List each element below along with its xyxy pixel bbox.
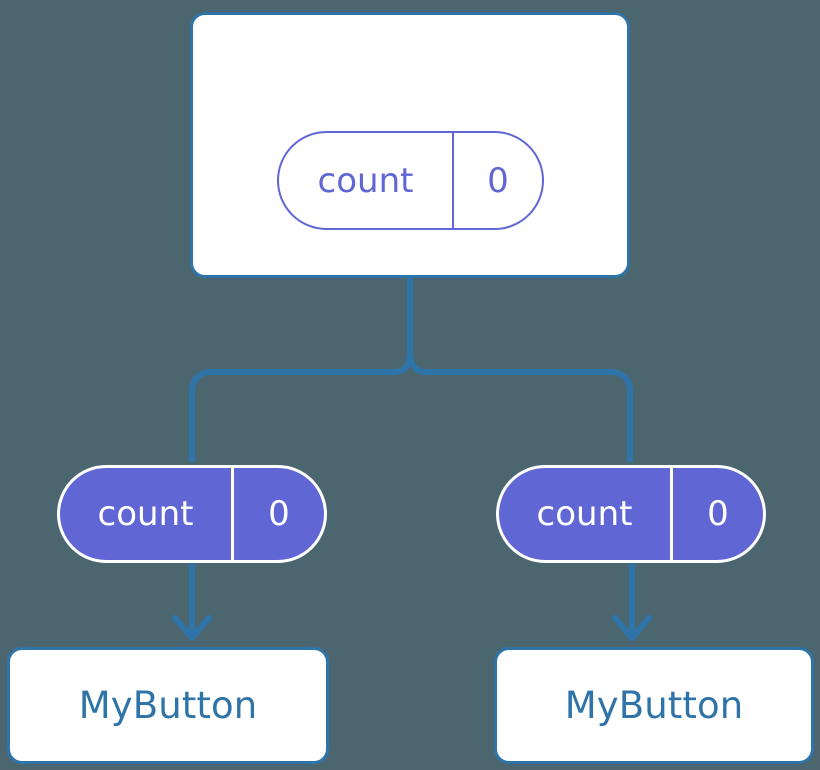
- prop-pill-value: 0: [268, 494, 290, 534]
- prop-pill-key: count: [60, 468, 234, 560]
- arrow-down-icon-right: [612, 615, 652, 641]
- component-box-mybutton-left[interactable]: MyButton: [7, 647, 329, 764]
- prop-pill-left-count[interactable]: count 0: [57, 465, 327, 563]
- component-title-mybutton-right: MyButton: [564, 684, 744, 727]
- connector-right-branch: [407, 350, 633, 462]
- component-title-mybutton-left: MyButton: [78, 684, 258, 727]
- prop-pill-key: count: [499, 468, 673, 560]
- connector-left-branch: [189, 350, 413, 462]
- prop-pill-right-count[interactable]: count 0: [496, 465, 766, 563]
- component-box-mybutton-right[interactable]: MyButton: [494, 647, 814, 764]
- state-pill-key: count: [279, 133, 454, 228]
- state-pill-value: 0: [487, 160, 509, 201]
- state-pill-myapp-count[interactable]: count 0: [277, 131, 544, 230]
- arrow-down-icon-left: [172, 615, 212, 641]
- prop-pill-value: 0: [707, 494, 729, 534]
